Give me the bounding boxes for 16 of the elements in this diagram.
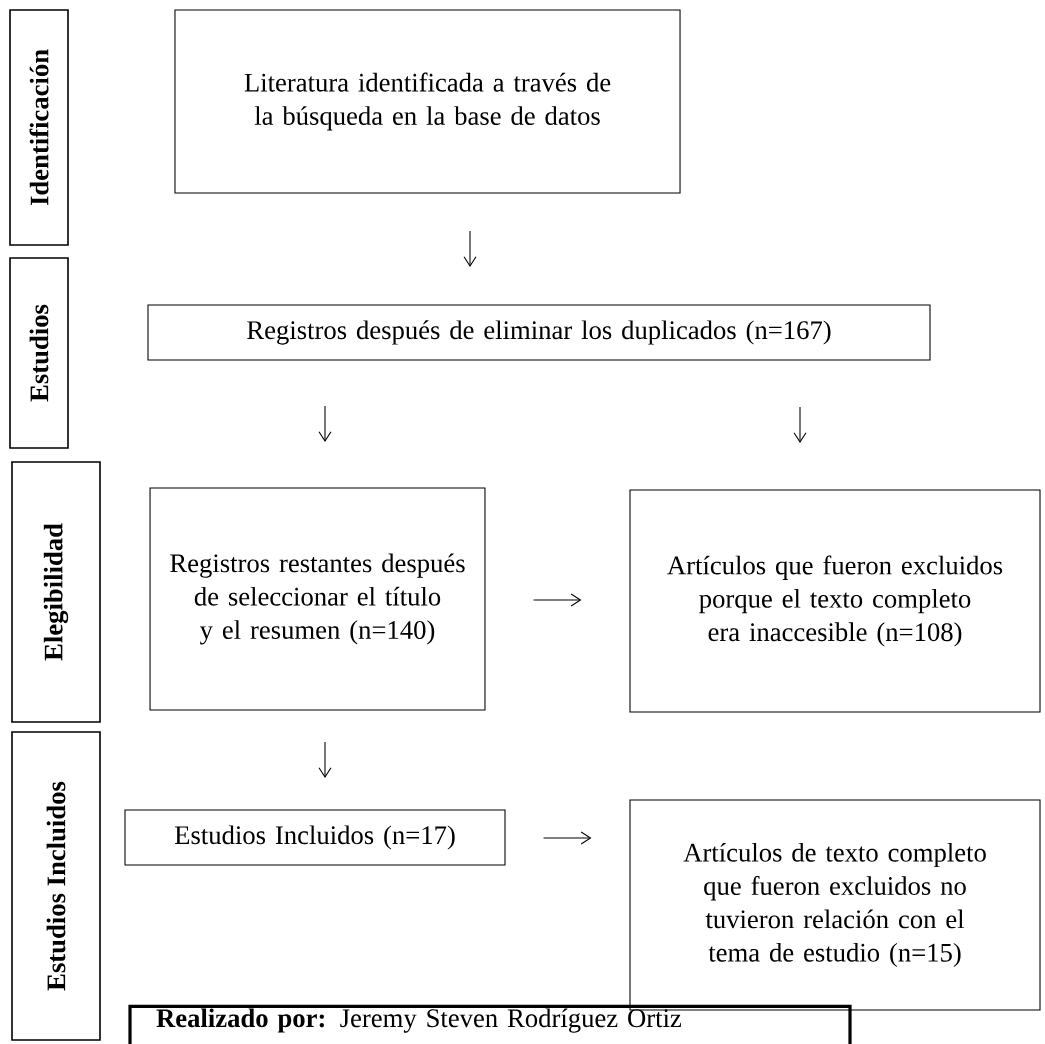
process-box: Artículos que fueron excluidos porque el texto completo era inaccesible (n=108) bbox=[629, 489, 1041, 713]
section-label-box: Elegibilidad bbox=[11, 461, 101, 723]
section-label-box: Estudios Incluidos bbox=[11, 731, 101, 1041]
arrow bbox=[318, 405, 332, 442]
section-label-box: Identificación bbox=[9, 9, 69, 246]
section-label-box: Estudios bbox=[9, 257, 69, 449]
arrow bbox=[793, 406, 807, 444]
author-box: Realizado por: Jeremy Steven Rodríguez Ortiz bbox=[128, 1004, 852, 1044]
process-box: Estudios Incluidos (n=17) bbox=[124, 809, 506, 866]
process-box: Registros restantes después de seleccionar el título y el resumen (n=140) bbox=[149, 487, 486, 711]
process-box: Registros después de eliminar los duplicados (n=167) bbox=[147, 304, 931, 361]
arrow bbox=[543, 831, 592, 845]
arrow bbox=[533, 593, 582, 607]
arrow bbox=[463, 230, 477, 267]
arrow bbox=[318, 741, 332, 778]
process-box: Literatura identificada a través de la búsqueda en la base de datos bbox=[174, 9, 681, 194]
